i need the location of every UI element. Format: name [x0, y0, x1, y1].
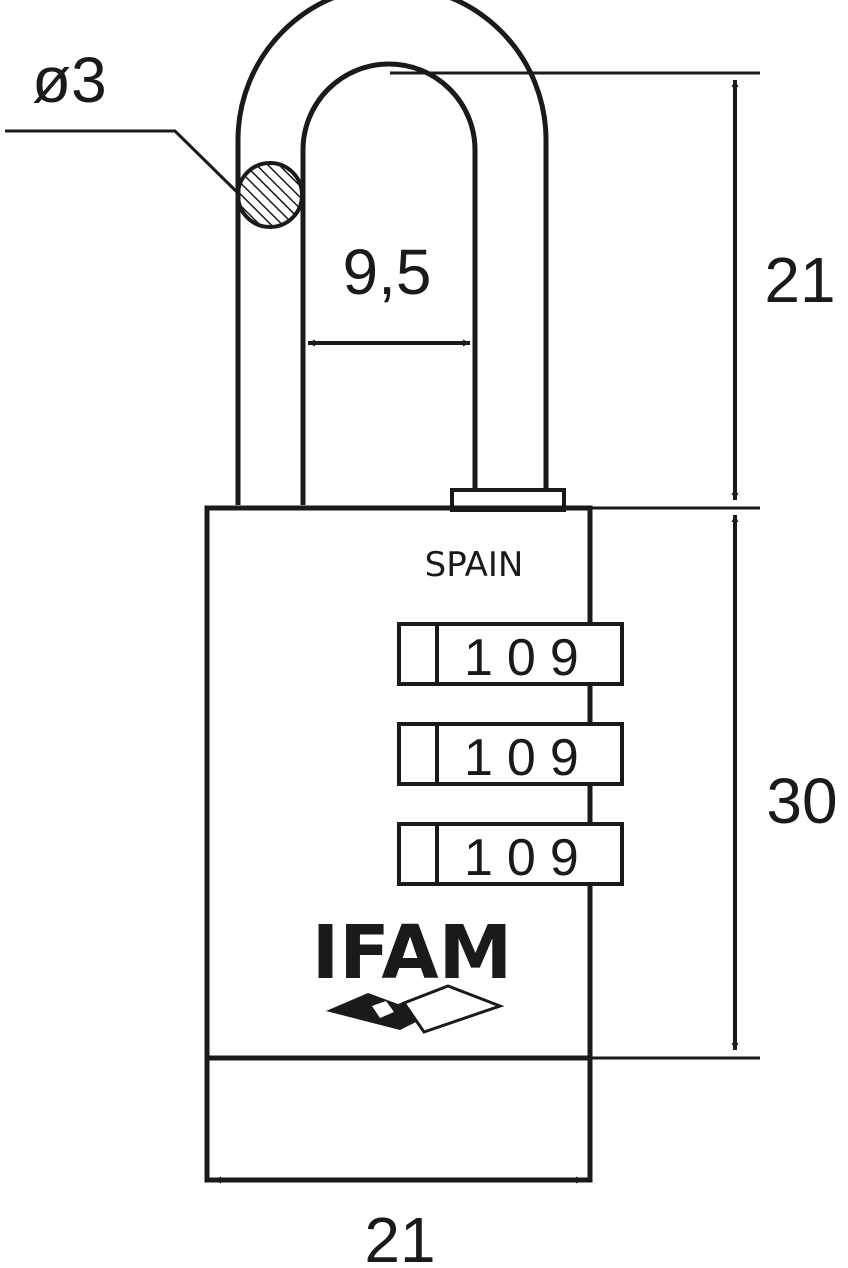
- dimension-shackle-height: 21: [390, 71, 836, 510]
- brand-logo-text: IFAM: [312, 910, 513, 996]
- combination-wheel-2[interactable]: 109: [397, 722, 624, 787]
- origin-label: SPAIN: [425, 545, 524, 585]
- dimension-label: 9,5: [343, 236, 432, 308]
- combination-wheel-1[interactable]: 109: [397, 622, 624, 687]
- dimension-label: ø3: [32, 44, 107, 116]
- shackle-cross-section: [236, 161, 304, 229]
- dimension-label: 21: [764, 244, 835, 316]
- dimension-label: 21: [364, 1204, 435, 1268]
- dimension-body-height: 30: [590, 515, 838, 1060]
- dimension-shackle-inner-width: 9,5: [308, 236, 470, 347]
- dimension-shackle-diameter: ø3: [5, 44, 242, 197]
- wheel-digits: 109: [464, 629, 593, 687]
- combination-wheel-3[interactable]: 109: [397, 822, 624, 887]
- wheel-digits: 109: [464, 729, 593, 787]
- shackle: [235, 0, 549, 505]
- wheel-digits: 109: [464, 829, 593, 887]
- shackle-inner-arc: [300, 61, 478, 505]
- shackle-outer-arc: [235, 0, 549, 505]
- dimension-body-width: 21: [214, 1176, 583, 1268]
- brand-logo-icon: [326, 984, 505, 1034]
- dimension-label: 30: [766, 765, 837, 837]
